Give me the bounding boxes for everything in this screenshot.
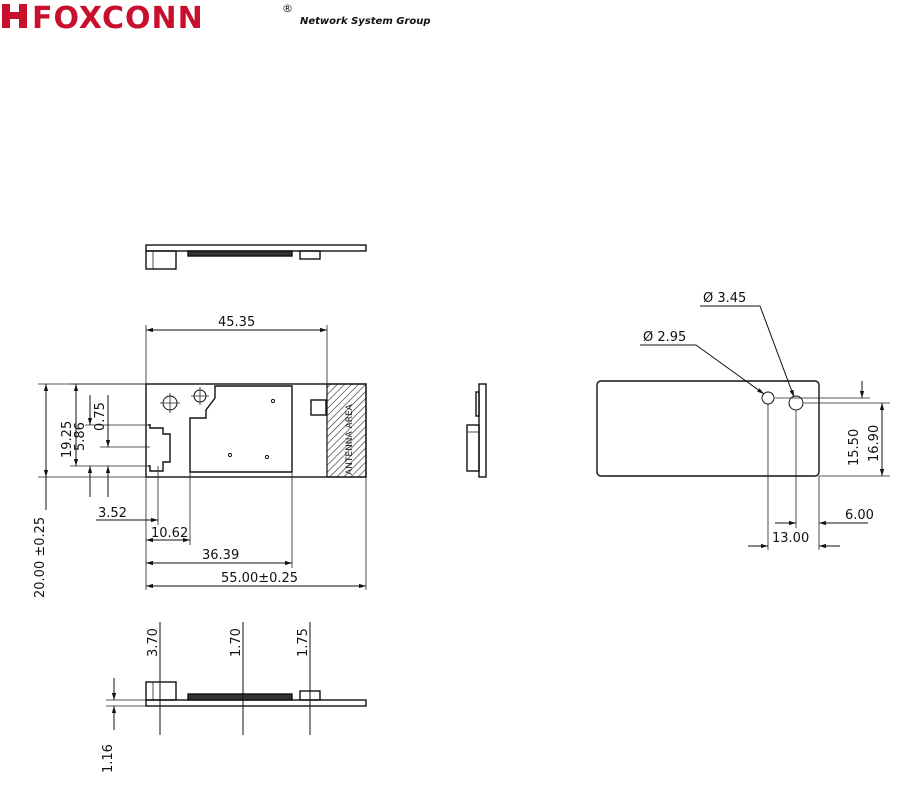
logo-bridge-icon (10, 12, 19, 19)
dim-3-52: 3.52 (98, 506, 127, 521)
dim-3-70: 3.70 (146, 628, 161, 657)
brand-name: FOXCONN (32, 1, 204, 36)
dim-5-86: 5.86 (73, 422, 88, 451)
dim-1-16: 1.16 (101, 744, 116, 773)
antenna-area-label: ANTENNA AREA (345, 403, 355, 475)
dim-36-39: 36.39 (202, 548, 239, 563)
dim-45-35: 45.35 (218, 315, 255, 330)
dim-13-00: 13.00 (772, 531, 809, 546)
dim-0-75: 0.75 (93, 402, 108, 431)
logo-bar-right-icon (19, 4, 27, 28)
dim-55-00: 55.00±0.25 (221, 571, 298, 586)
dim-1-75: 1.75 (296, 628, 311, 657)
bottom-side-view: 1.16 3.70 1.70 1.75 (101, 622, 366, 773)
dim-20-00: 20.00 ±0.25 (33, 517, 48, 598)
dim-15-50: 15.50 (847, 429, 862, 466)
edge-side-view (467, 384, 486, 477)
dim-6-00: 6.00 (845, 508, 874, 523)
logo-bar-left-icon (2, 4, 10, 28)
group-name: Network System Group (300, 16, 431, 27)
dim-10-62: 10.62 (151, 526, 188, 541)
dim-1-70: 1.70 (229, 628, 244, 657)
main-top-view: ANTENNA AREA (146, 384, 366, 477)
dim-dia-3-45: Ø 3.45 (703, 291, 746, 306)
foxconn-logo: FOXCONN ® Network System Group (2, 1, 431, 36)
dim-16-90: 16.90 (867, 425, 882, 462)
dim-dia-2-95: Ø 2.95 (643, 330, 686, 345)
bottom-view: Ø 3.45 Ø 2.95 15.50 16.90 6.00 13.00 (597, 291, 890, 550)
main-view-dimensions: 45.35 19.25 5.86 0.75 20.00 ±0.25 3.52 1… (33, 315, 366, 598)
registered-mark: ® (282, 2, 293, 15)
top-side-view (146, 245, 366, 269)
